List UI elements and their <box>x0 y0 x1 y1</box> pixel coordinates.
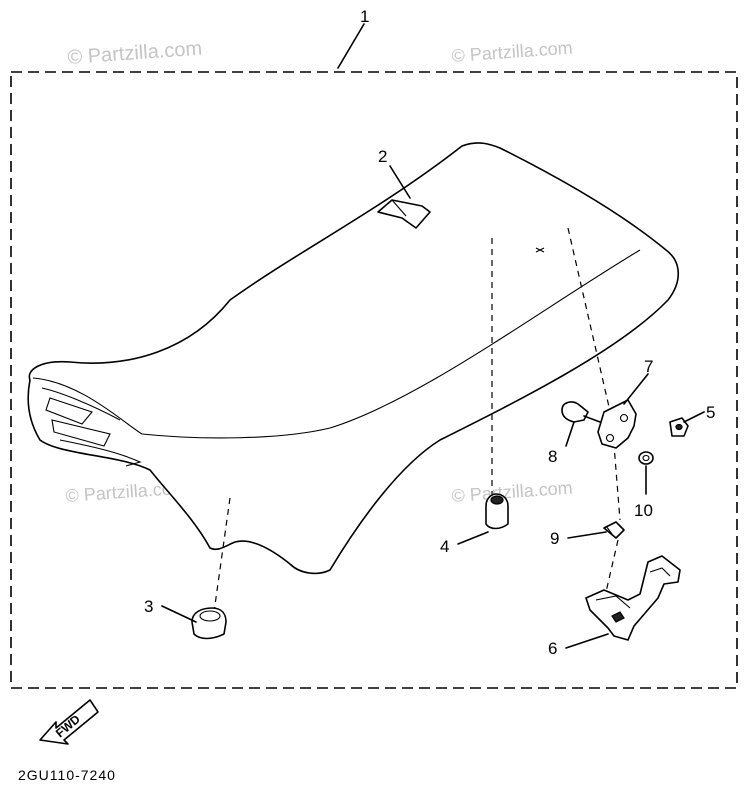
screw-part <box>603 521 625 539</box>
callout-5: 5 <box>706 403 715 422</box>
assembly-frame <box>10 71 738 689</box>
callout-6: 6 <box>548 639 557 658</box>
seat-lock-part <box>585 555 681 641</box>
bracket-part <box>597 399 637 449</box>
bolt-part <box>561 401 601 423</box>
callout-8: 8 <box>548 447 557 466</box>
leader-line <box>457 531 489 545</box>
damper-part <box>191 607 227 640</box>
watermark: © Partzilla.com <box>451 38 573 66</box>
callout-2: 2 <box>378 147 387 166</box>
leader-line <box>389 165 411 199</box>
diagram-code: 2GU110-7240 <box>18 767 116 783</box>
alignment-line <box>213 497 231 613</box>
callout-3: 3 <box>144 597 153 616</box>
leader-line <box>623 373 649 405</box>
leader-line <box>565 421 575 447</box>
damper-part <box>485 493 509 530</box>
callout-9: 9 <box>550 529 559 548</box>
washer-part <box>638 451 654 465</box>
seat-body <box>27 142 680 575</box>
alignment-line <box>605 539 619 593</box>
watermark: © Partzilla.com <box>451 478 573 506</box>
callout-1: 1 <box>360 7 369 26</box>
leader-line <box>567 531 607 539</box>
leader-line <box>161 605 197 623</box>
forward-arrow-icon: FWD <box>39 699 99 745</box>
callout-10: 10 <box>634 501 653 520</box>
leader-line <box>565 633 609 649</box>
callout-7: 7 <box>644 357 653 376</box>
callout-4: 4 <box>440 537 449 556</box>
leader-line <box>683 411 705 423</box>
leader-line <box>337 23 365 69</box>
watermark: © Partzilla.com <box>67 38 203 69</box>
